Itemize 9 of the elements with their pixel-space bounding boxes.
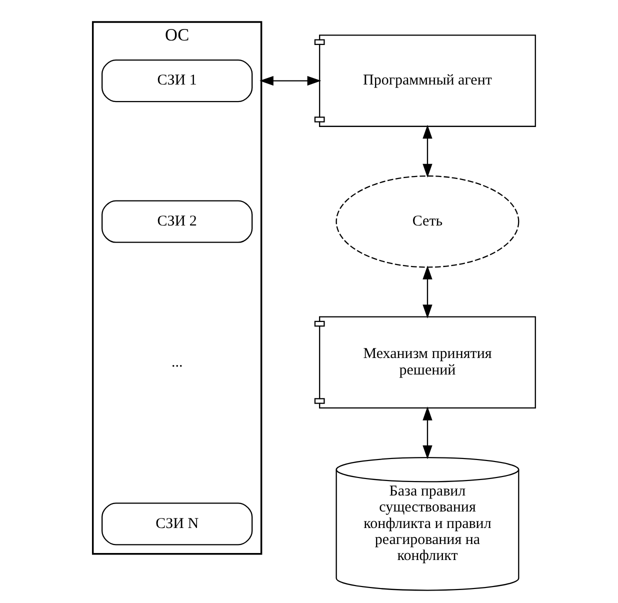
arrow <box>422 266 432 318</box>
arrow <box>422 406 432 460</box>
node-box: СЗИ 2 <box>101 200 252 243</box>
label: ... <box>170 354 182 370</box>
node-box: СЗИ 1 <box>101 59 252 102</box>
arrow <box>422 124 432 178</box>
node-ellipse: Сеть <box>335 175 519 268</box>
arrow <box>259 76 321 86</box>
node-box: СЗИ N <box>101 502 252 546</box>
